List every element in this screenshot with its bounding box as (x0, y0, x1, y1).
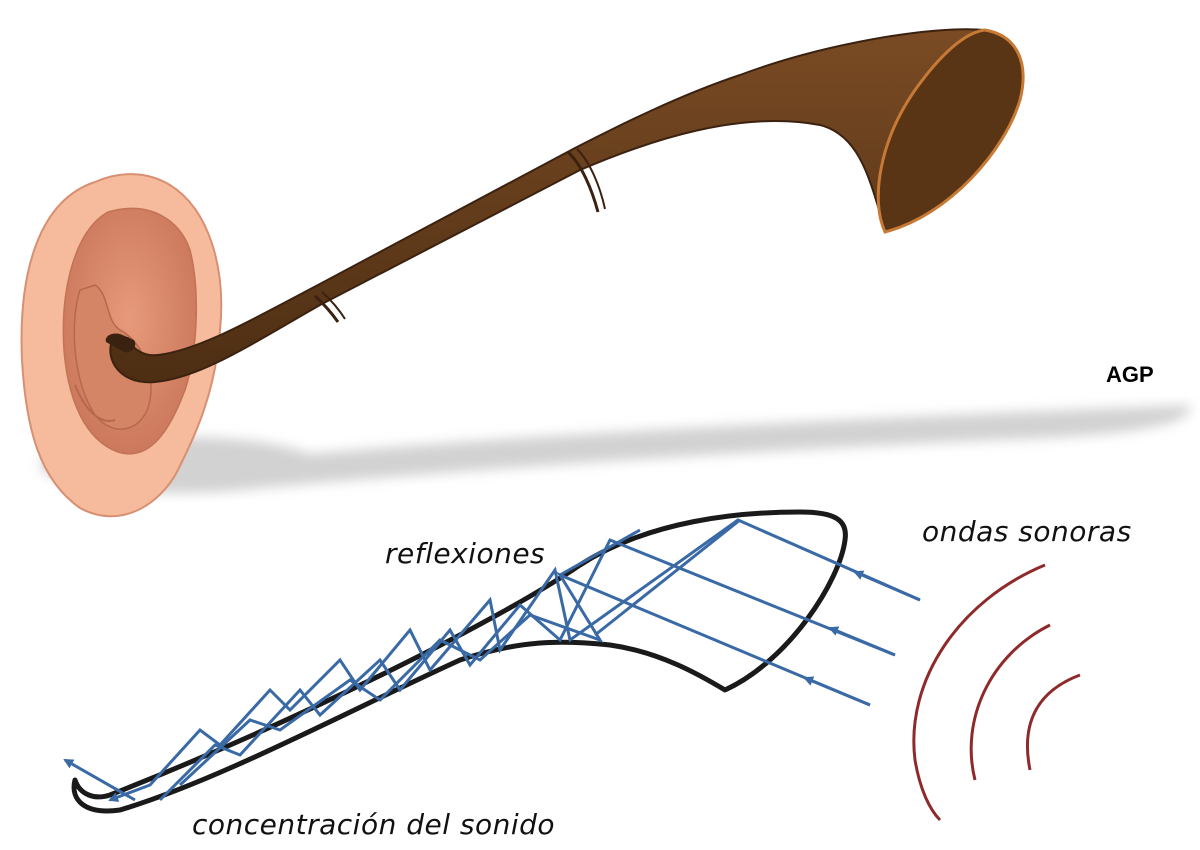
horn-cross-section (71, 509, 848, 814)
label-sound-concentration: concentración del sonido (192, 808, 556, 841)
drop-shadow (40, 405, 1191, 493)
reflection-rays (63, 518, 921, 802)
label-reflections: reflexiones (385, 537, 546, 570)
sound-wave-arcs (912, 563, 1081, 822)
ear-trumpet-horn (105, 28, 1025, 384)
label-sound-waves: ondas sonoras (922, 515, 1132, 548)
author-credit: AGP (1106, 362, 1154, 387)
incoming-sound-arrows (803, 570, 921, 707)
